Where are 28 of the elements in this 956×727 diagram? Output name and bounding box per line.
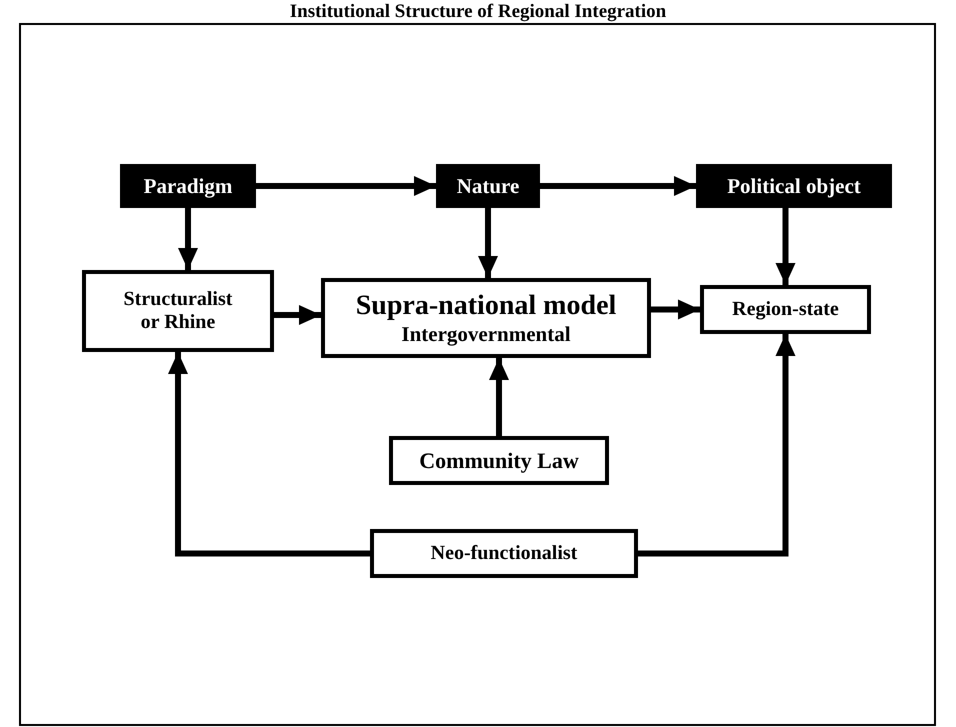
arrow <box>256 176 436 196</box>
header-label-box <box>436 164 540 208</box>
arrow <box>540 176 696 196</box>
header-label-box <box>120 164 256 208</box>
arrow <box>274 305 321 325</box>
arrow <box>478 208 498 278</box>
node-sublabel: Intergovernmental <box>401 322 571 346</box>
process-box <box>82 270 274 352</box>
node-label: Community Law <box>419 448 579 474</box>
header-label-box <box>696 164 892 208</box>
process-box <box>389 436 609 485</box>
diagram-title: Institutional Structure of Regional Integration <box>288 1 668 23</box>
process-box <box>370 529 638 578</box>
node-label: Region-state <box>732 298 839 321</box>
arrow <box>168 352 370 556</box>
node-label: Supra-national model <box>356 290 616 322</box>
node-label: Nature <box>456 174 520 198</box>
node-label: Neo-functionalist <box>430 542 578 565</box>
node-label: Political object <box>727 174 861 198</box>
arrow <box>489 358 509 436</box>
node-label: Paradigm <box>144 174 232 198</box>
arrow <box>178 208 198 270</box>
arrow <box>776 208 796 285</box>
arrow <box>651 300 700 320</box>
process-box <box>700 285 871 334</box>
arrow <box>638 334 796 556</box>
node-label: Structuralist or Rhine <box>122 288 234 334</box>
process-box <box>321 278 651 358</box>
